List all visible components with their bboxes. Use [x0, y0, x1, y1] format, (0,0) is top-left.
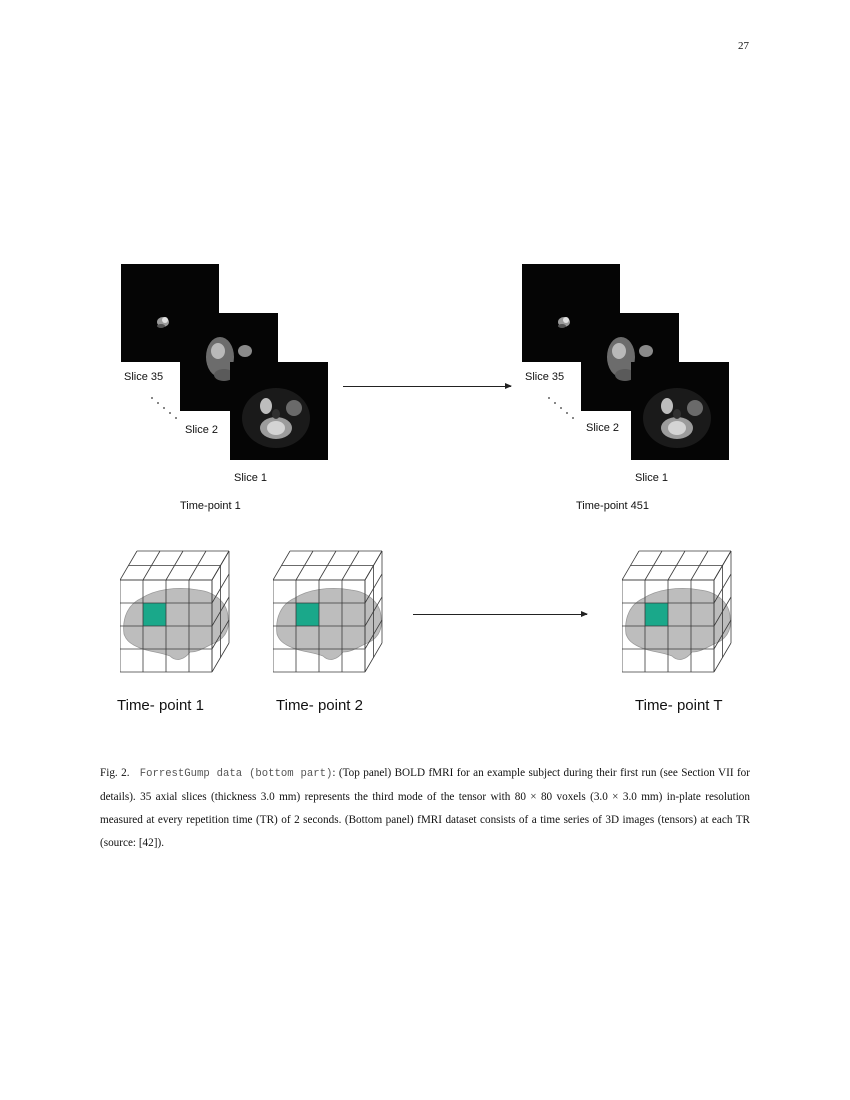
slice-1-image — [230, 362, 328, 460]
timepoint-2-caption: Time- point 2 — [276, 697, 363, 714]
timepoint-1-label: Time-point 1 — [180, 500, 241, 512]
slice-2-image — [180, 313, 278, 411]
voxel-cube-1 — [119, 548, 238, 689]
slice-2-label: Slice 2 — [185, 424, 219, 436]
voxel-cube-t — [621, 548, 740, 689]
page-number: 27 — [738, 40, 749, 52]
slice-2-label: Slice 2 — [586, 422, 620, 434]
ellipsis-dots — [151, 397, 177, 419]
slice-1-label: Slice 1 — [635, 472, 669, 484]
figure-caption: Fig. 2. ForrestGump data (bottom part): … — [100, 762, 750, 855]
caption-prefix: Fig. 2. — [100, 767, 130, 779]
slice-35-label: Slice 35 — [124, 371, 164, 383]
caption-text: : (Top panel) BOLD fMRI for an example s… — [100, 767, 750, 849]
ellipsis-dots — [548, 397, 574, 419]
bottom-arrow — [413, 611, 588, 617]
timepoint-451-label: Time-point 451 — [576, 500, 649, 512]
slice-1-image — [631, 362, 729, 460]
caption-code: ForrestGump data (bottom part) — [139, 768, 333, 780]
timepoint-1-caption: Time- point 1 — [117, 697, 204, 714]
top-arrow — [343, 383, 512, 389]
slice-35-label: Slice 35 — [525, 371, 565, 383]
voxel-cube-2 — [272, 548, 391, 689]
timepoint-t-caption: Time- point T — [635, 697, 723, 714]
slice-1-label: Slice 1 — [234, 472, 268, 484]
